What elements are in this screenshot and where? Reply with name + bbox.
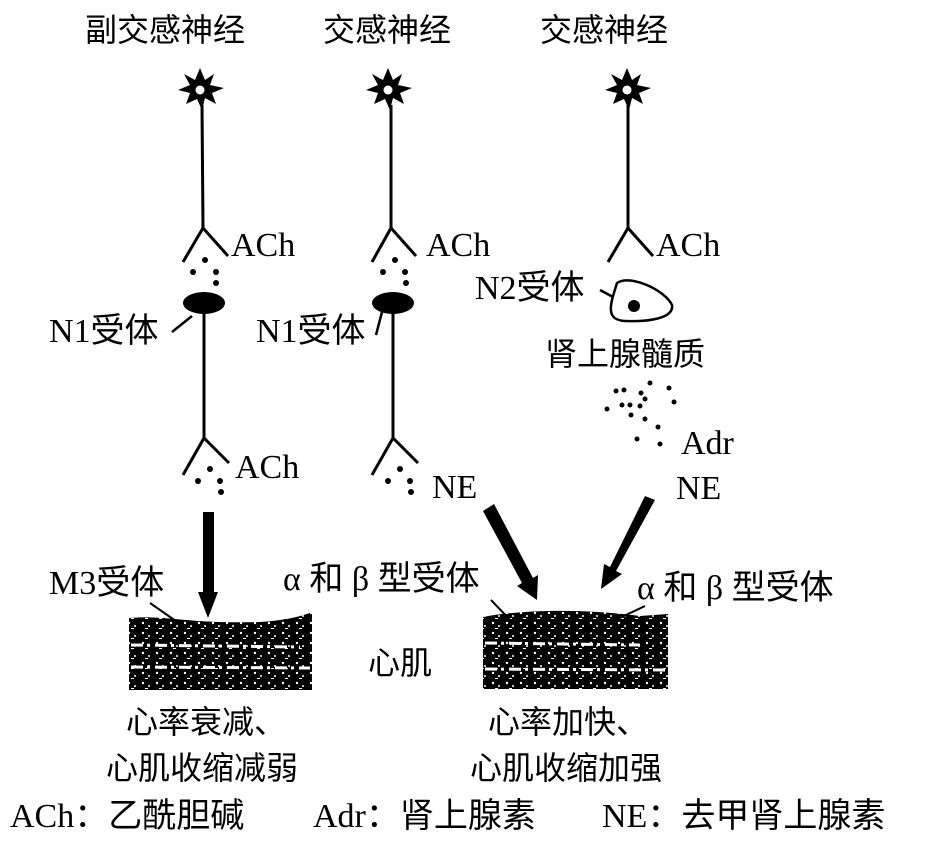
effect-right-line-2: 心肌收缩加强 [470, 749, 663, 787]
receptor-label-n2: N2受体 [475, 270, 585, 307]
n1-receptor-shape [183, 292, 225, 314]
cardiac-muscle-left [129, 602, 312, 690]
neuron-parasympathetic [171, 68, 231, 618]
legend-abbr: NE： [602, 798, 682, 835]
effect-left-line-1: 心率衰减、 [126, 703, 287, 741]
legend-name: 去甲肾上腺素 [681, 798, 886, 835]
receptor-label-n1: N1受体 [256, 313, 366, 350]
legend-ach: ACh：乙酰胆碱 [10, 800, 244, 834]
transmitter-label: ACh [235, 449, 300, 486]
arrow-diagonal-icon [483, 504, 538, 600]
legend-name: 乙酰胆碱 [108, 798, 245, 835]
receptor-label-m3: M3受体 [49, 565, 165, 602]
nerve-title-parasympathetic: 副交感神经 [85, 11, 246, 49]
neuron-body-icon [178, 68, 224, 110]
legend-adr: Adr：肾上腺素 [313, 800, 536, 834]
neuron-body-icon [605, 68, 651, 110]
adrenal-vesicles [604, 380, 677, 447]
vesicles [190, 257, 219, 286]
release-label-adr: Adr [681, 425, 734, 462]
n1-receptor-shape [372, 292, 414, 314]
effect-right-line-1: 心率加快、 [488, 703, 649, 741]
transmitter-label: NE [432, 469, 478, 506]
transmitter-label: ACh [231, 227, 296, 264]
arrow-diagonal-icon [601, 496, 655, 589]
legend-ne: NE：去甲肾上腺素 [602, 800, 885, 834]
receptor-label-alpha-beta: α 和 β 型受体 [637, 570, 834, 607]
nerve-title-sympathetic-1: 交感神经 [323, 11, 452, 49]
effect-left-line-2: 心肌收缩减弱 [106, 749, 299, 787]
neuron-sympathetic-2 [599, 68, 677, 589]
nerve-title-sympathetic-2: 交感神经 [540, 11, 669, 49]
muscle-label: 心肌 [368, 644, 433, 682]
release-label-ne: NE [676, 470, 722, 507]
gland-label: 肾上腺髓质 [545, 335, 706, 373]
transmitter-label: ACh [656, 227, 721, 264]
receptor-label-alpha-beta: α 和 β 型受体 [283, 561, 480, 598]
cardiac-muscle-right [483, 599, 668, 689]
receptor-label-n1: N1受体 [49, 313, 159, 350]
transmitter-label: ACh [426, 227, 491, 264]
legend-abbr: Adr： [313, 798, 400, 835]
neuron-body-icon [366, 68, 412, 110]
legend-name: 肾上腺素 [399, 798, 536, 835]
neuron-sympathetic-1 [366, 68, 538, 600]
legend-abbr: ACh： [10, 798, 109, 835]
arrow-down-icon [198, 512, 218, 618]
